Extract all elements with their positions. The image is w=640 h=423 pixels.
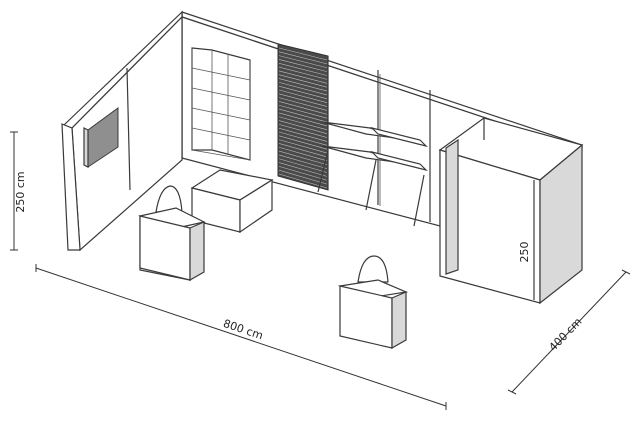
width-label: 800 cm <box>221 317 264 342</box>
slat-line <box>278 158 328 173</box>
slat-line <box>278 97 328 111</box>
left-wall <box>61 10 183 252</box>
slat-line <box>278 139 328 154</box>
slat-line <box>278 116 328 131</box>
slat-line <box>278 55 328 69</box>
slat-line <box>278 89 328 103</box>
slat-line <box>278 85 328 100</box>
slat-line <box>278 74 328 88</box>
cabin-height-label: 250 <box>518 242 531 263</box>
cube-shelf <box>191 47 251 161</box>
slat-line <box>278 104 328 119</box>
slat-line <box>278 66 328 80</box>
shelf-panels <box>317 56 431 227</box>
slat-line <box>278 62 328 76</box>
slat-line <box>278 154 328 169</box>
slat-line <box>278 101 328 115</box>
storage-cabin <box>438 117 584 305</box>
slat-line <box>278 143 328 158</box>
slat-line <box>278 166 328 181</box>
slat-line <box>278 146 328 162</box>
slat-line <box>278 112 328 127</box>
slat-line <box>278 93 328 107</box>
slat-line <box>278 131 328 146</box>
slat-line <box>278 108 328 123</box>
slat-line <box>278 169 328 185</box>
slat-line <box>278 78 328 92</box>
counter-right <box>337 255 409 350</box>
slat-line <box>278 82 328 96</box>
wall-screen <box>83 107 119 168</box>
slat-line <box>278 135 328 150</box>
depth-label: 400 cm <box>546 315 584 354</box>
height-label: 250 cm <box>14 171 27 212</box>
slat-wall <box>277 43 329 191</box>
slat-line <box>278 120 328 134</box>
dimension-height: 250 cm <box>10 131 27 251</box>
slat-line <box>278 162 328 177</box>
slat-line <box>278 150 328 166</box>
slat-line <box>278 70 328 84</box>
counter-left <box>138 185 206 282</box>
slat-line <box>278 124 328 138</box>
slat-line <box>278 59 328 72</box>
dimension-width: 800 cm <box>35 264 447 410</box>
center-table <box>190 169 274 234</box>
dimension-cabin: 250 <box>518 242 531 263</box>
slat-line <box>278 127 328 142</box>
slat-line <box>278 47 328 61</box>
slat-line <box>278 51 328 65</box>
